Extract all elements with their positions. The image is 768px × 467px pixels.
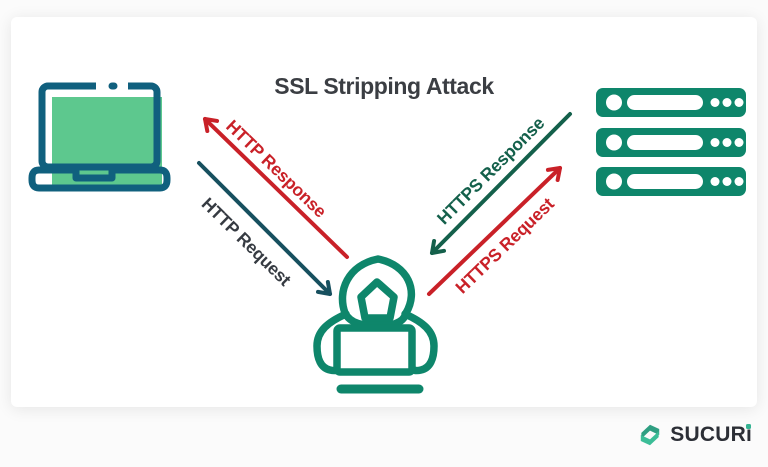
sucuri-hexagon-icon — [641, 424, 660, 446]
diagram-title: SSL Stripping Attack — [274, 73, 494, 99]
laptop-icon — [28, 81, 171, 192]
https-request-label: HTTPS Request — [451, 193, 558, 298]
brand-text: SUCURi — [670, 423, 752, 446]
hacker-icon — [313, 255, 438, 394]
http-response-label: HTTP Response — [222, 115, 331, 222]
sucuri-logo: SUCURi — [637, 420, 752, 450]
http-request-label: HTTP Request — [197, 193, 296, 290]
https-response-arrow — [430, 112, 572, 255]
diagram-card: SSL Stripping Attack — [11, 17, 757, 407]
server-stack-icon — [596, 88, 746, 196]
